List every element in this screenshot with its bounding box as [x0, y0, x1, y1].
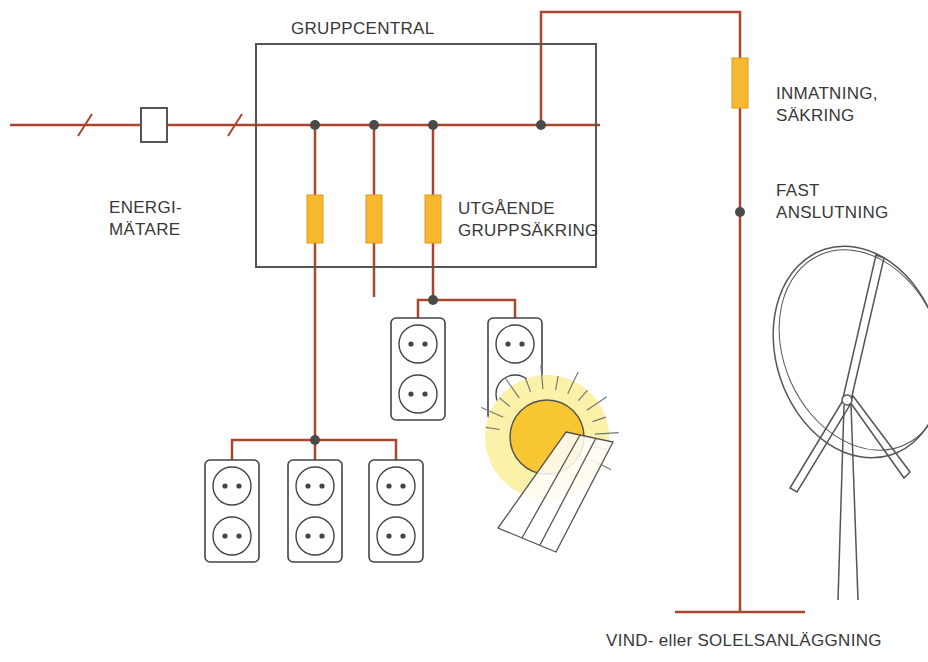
socket-hole	[319, 483, 324, 488]
socket-hole	[386, 533, 391, 538]
sun-ray	[486, 427, 500, 429]
fuse-symbol	[307, 195, 323, 243]
socket-hole	[422, 341, 427, 346]
rotor-circle	[747, 224, 928, 480]
generator-wire	[675, 611, 805, 614]
junction-dot	[369, 120, 379, 130]
sun-ray	[595, 433, 619, 434]
sun-ray	[578, 390, 587, 401]
fuse-symbol	[425, 195, 441, 243]
socket-hole	[319, 533, 324, 538]
socket-hole	[236, 483, 241, 488]
double-outlet	[369, 460, 423, 562]
socket-hole	[222, 483, 227, 488]
junction-dot	[735, 207, 745, 217]
sun-ray	[568, 372, 578, 394]
sun-ray	[556, 376, 559, 390]
sun-ray	[541, 365, 543, 389]
socket	[377, 517, 415, 555]
socket-hole	[236, 533, 241, 538]
socket	[496, 325, 534, 363]
socket	[213, 467, 251, 505]
socket	[213, 517, 251, 555]
socket-hole	[422, 391, 427, 396]
junction-dot	[310, 120, 320, 130]
sun-ray	[592, 417, 605, 421]
tower	[838, 405, 844, 600]
socket	[399, 325, 437, 363]
panel-frame	[498, 432, 613, 552]
hub	[842, 395, 852, 405]
socket-hole	[408, 391, 413, 396]
panel-line	[540, 438, 596, 545]
fuse-symbol	[366, 195, 382, 243]
double-outlet	[288, 460, 342, 562]
sun-ray	[587, 397, 607, 410]
fuse-symbol	[732, 58, 748, 108]
socket-hole	[305, 533, 310, 538]
socket-hole	[505, 341, 510, 346]
fuses	[307, 58, 748, 243]
outlet-plate	[205, 460, 259, 562]
meter-label: ENERGI- MÄTARE	[109, 197, 187, 241]
sun-ray	[499, 398, 510, 407]
rotor-circle	[748, 223, 928, 476]
sun-ray	[481, 407, 503, 417]
socket-hole	[519, 341, 524, 346]
junction-dot	[536, 120, 546, 130]
double-outlet	[391, 318, 445, 420]
sun-ray	[505, 378, 519, 398]
junction-dot	[428, 120, 438, 130]
outlet-plate	[369, 460, 423, 562]
socket	[399, 375, 437, 413]
socket-hole	[400, 533, 405, 538]
junction-dot	[428, 295, 438, 305]
slash-mark	[78, 114, 92, 136]
socket-hole	[305, 483, 310, 488]
socket-hole	[400, 483, 405, 488]
sun-ray	[526, 379, 531, 392]
wires	[10, 12, 805, 612]
box-heading: GRUPPCENTRAL	[291, 18, 434, 40]
junction-dot	[310, 435, 320, 445]
outlet-plate	[288, 460, 342, 562]
blade	[850, 396, 910, 478]
outlet-plate	[391, 318, 445, 420]
energy-meter: ENERGI- MÄTARE	[140, 107, 168, 143]
wire-connector	[168, 124, 255, 127]
double-outlet	[205, 460, 259, 562]
tower	[851, 405, 858, 600]
socket-hole	[386, 483, 391, 488]
socket	[377, 467, 415, 505]
blade	[843, 255, 884, 400]
socket	[296, 467, 334, 505]
socket-hole	[408, 341, 413, 346]
solar-panel	[498, 432, 613, 552]
connection-label: FAST ANSLUTNING	[776, 180, 901, 224]
wind-turbine	[747, 223, 928, 600]
fuse-label: INMATNING, SÄKRING	[776, 83, 901, 127]
socket	[296, 517, 334, 555]
socket-hole	[222, 533, 227, 538]
busbar	[255, 124, 600, 127]
generator-label: VIND- eller SOLELSANLÄGGNING	[606, 630, 882, 652]
group-wire	[314, 125, 317, 440]
fuse-label: UTGÅENDE GRUPPSÄKRING	[458, 198, 593, 242]
incoming-wire	[10, 124, 140, 127]
